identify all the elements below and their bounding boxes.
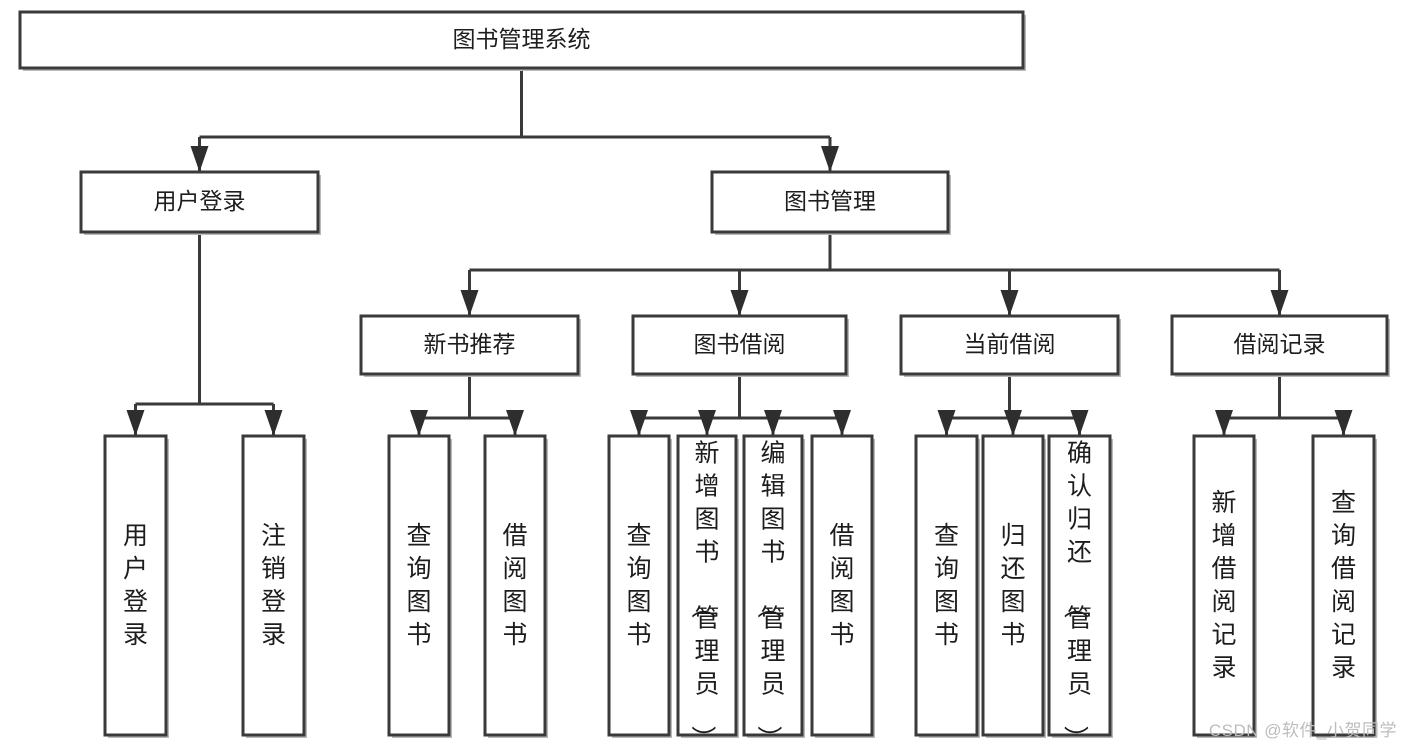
node-label: 借阅图书: [502, 522, 527, 649]
node-借阅图书[interactable]: 借阅图书: [483, 434, 548, 738]
node-注销登录[interactable]: 注销登录: [241, 434, 307, 738]
leaf-node-box[interactable]: [742, 434, 804, 737]
leaf-node-box[interactable]: [483, 434, 547, 737]
level3-node-box[interactable]: [359, 314, 580, 376]
node-label: 编辑图书（管理员）: [754, 440, 785, 747]
node-label: 当前借阅: [964, 331, 1056, 357]
node-新增图书管理员[interactable]: 新增图书（管理员）: [676, 434, 739, 747]
arrow-head-icon: [506, 410, 524, 436]
node-图书管理系统[interactable]: 图书管理系统: [18, 10, 1026, 71]
node-新增借阅记录[interactable]: 新增借阅记录: [1192, 434, 1257, 738]
node-查询图书[interactable]: 查询图书: [607, 434, 672, 738]
node-图书管理[interactable]: 图书管理: [710, 170, 951, 235]
node-label: 查询借阅记录: [1331, 489, 1356, 682]
arrow-head-icon: [630, 410, 648, 436]
node-label: 注销登录: [261, 522, 286, 649]
leaf-node-box[interactable]: [676, 434, 738, 737]
level2-node-box[interactable]: [79, 170, 320, 234]
arrow-head-icon: [460, 290, 479, 316]
node-label: 图书管理: [784, 188, 876, 214]
node-label: 查询图书: [934, 522, 959, 649]
node-归还图书[interactable]: 归还图书: [981, 434, 1046, 738]
node-label: 归还图书: [1000, 522, 1025, 649]
level3-node-box[interactable]: [1170, 314, 1389, 376]
node-用户登录[interactable]: 用户登录: [79, 170, 321, 235]
arrow-head-icon: [698, 410, 716, 436]
node-查询借阅记录[interactable]: 查询借阅记录: [1311, 434, 1377, 738]
arrow-head-icon: [1215, 410, 1233, 436]
node-当前借阅[interactable]: 当前借阅: [899, 314, 1121, 377]
arrow-head-icon: [937, 410, 956, 436]
leaf-node-box[interactable]: [103, 434, 168, 737]
node-图书借阅[interactable]: 图书借阅: [631, 314, 849, 377]
node-label: 新增借阅记录: [1211, 489, 1236, 682]
node-label: 查询图书: [406, 522, 431, 649]
level2-node-box[interactable]: [710, 170, 950, 234]
arrow-head-icon: [1270, 290, 1289, 316]
leaf-node-box[interactable]: [387, 434, 451, 737]
node-借阅记录[interactable]: 借阅记录: [1170, 314, 1390, 377]
node-label: 借阅图书: [829, 522, 854, 649]
node-确认归还管理员[interactable]: 确认归还（管理员）: [1047, 434, 1113, 747]
node-用户登录[interactable]: 用户登录: [103, 434, 169, 738]
arrow-head-icon: [1000, 290, 1019, 316]
node-查询图书[interactable]: 查询图书: [387, 434, 452, 738]
node-label: 用户登录: [154, 188, 246, 214]
leaf-node-box[interactable]: [1311, 434, 1376, 737]
leaf-node-box[interactable]: [1047, 434, 1112, 737]
leaf-node-box[interactable]: [981, 434, 1045, 737]
arrow-head-icon: [126, 410, 145, 436]
arrow-head-icon: [764, 410, 782, 436]
node-layer: 图书管理系统用户登录图书管理新书推荐图书借阅当前借阅借阅记录用户登录注销登录查询…: [18, 10, 1390, 747]
csdn-watermark: CSDN @软件_小贺同学: [1208, 721, 1397, 740]
node-编辑图书管理员[interactable]: 编辑图书（管理员）: [742, 434, 805, 747]
arrow-head-icon: [730, 290, 749, 316]
leaf-node-box[interactable]: [607, 434, 671, 737]
node-新书推荐[interactable]: 新书推荐: [359, 314, 581, 377]
arrow-head-icon: [410, 410, 428, 436]
leaf-node-box[interactable]: [1192, 434, 1256, 737]
node-label: 新书推荐: [424, 331, 516, 357]
arrow-head-icon: [821, 146, 839, 172]
arrow-head-icon: [264, 410, 283, 436]
leaf-node-box[interactable]: [241, 434, 306, 737]
node-label: 用户登录: [123, 522, 148, 649]
arrow-head-icon: [1334, 410, 1353, 436]
level3-node-box[interactable]: [631, 314, 848, 376]
arrow-head-icon: [1004, 410, 1022, 436]
leaf-node-box[interactable]: [810, 434, 874, 737]
node-查询图书[interactable]: 查询图书: [914, 434, 980, 738]
node-label: 新增图书（管理员）: [688, 440, 719, 747]
node-label: 图书借阅: [694, 331, 786, 357]
arrow-head-icon: [1070, 410, 1089, 436]
node-label: 图书管理系统: [453, 26, 591, 52]
leaf-node-box[interactable]: [914, 434, 979, 737]
arrow-head-icon: [833, 410, 851, 436]
arrow-head-icon: [190, 146, 209, 172]
node-label: 借阅记录: [1234, 331, 1326, 357]
level3-node-box[interactable]: [899, 314, 1120, 376]
node-借阅图书[interactable]: 借阅图书: [810, 434, 875, 738]
connector-layer: [126, 68, 1353, 436]
root-node-box[interactable]: [18, 10, 1025, 70]
node-label: 确认归还（管理员）: [1061, 440, 1092, 747]
node-label: 查询图书: [626, 522, 651, 649]
